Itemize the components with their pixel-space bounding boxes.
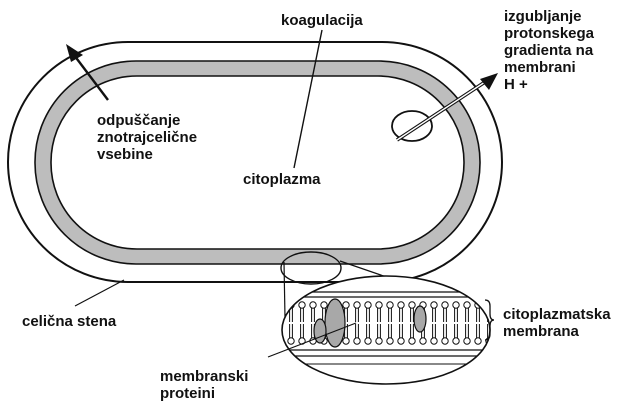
proton-line-1: izgubljanje xyxy=(504,8,594,25)
lipid-head xyxy=(354,338,360,344)
lipid-head xyxy=(464,338,470,344)
lipid-head xyxy=(398,338,404,344)
lipid-head xyxy=(387,302,393,308)
lipid-head xyxy=(310,302,316,308)
lipid-head xyxy=(365,338,371,344)
proteins-line-2: proteini xyxy=(160,385,248,402)
proton-vesicle xyxy=(392,111,432,141)
label-cytoplasmic-membrane: citoplazmatska membrana xyxy=(503,306,611,340)
lipid-head xyxy=(321,302,327,308)
lipid-head xyxy=(277,338,283,344)
lipid-head xyxy=(343,302,349,308)
cyt-membrane-line-2: membrana xyxy=(503,323,611,340)
lipid-head xyxy=(343,338,349,344)
lipid-head xyxy=(409,302,415,308)
proton-line-5: H + xyxy=(504,76,594,93)
lipid-head xyxy=(288,338,294,344)
lipid-head xyxy=(365,302,371,308)
lipid-head xyxy=(398,302,404,308)
lipid-head xyxy=(376,338,382,344)
label-coagulation: koagulacija xyxy=(281,12,363,29)
membrane-protein-right xyxy=(414,306,426,332)
proton-line-3: gradienta na xyxy=(504,42,594,59)
label-proton-gradient: izgubljanje protonskega gradienta na mem… xyxy=(504,8,594,93)
proteins-line-1: membranski xyxy=(160,368,248,385)
lipid-head xyxy=(453,338,459,344)
label-leakage: odpuščanje znotrajcelične vsebine xyxy=(97,112,197,163)
label-membrane-proteins: membranski proteini xyxy=(160,368,248,402)
lipid-head xyxy=(387,338,393,344)
lipid-head xyxy=(431,302,437,308)
lipid-head xyxy=(464,302,470,308)
lipid-head xyxy=(431,338,437,344)
label-cell-wall: celična stena xyxy=(22,313,116,330)
leakage-line-1: odpuščanje xyxy=(97,112,197,129)
lipid-head xyxy=(475,338,481,344)
zoomed-membrane xyxy=(270,270,510,390)
lipid-head xyxy=(442,302,448,308)
lipid-head xyxy=(420,338,426,344)
label-cytoplasm: citoplazma xyxy=(243,171,321,188)
lipid-head xyxy=(277,302,283,308)
cell-wall-pointer xyxy=(75,280,124,306)
lipid-head xyxy=(409,338,415,344)
zoom-line-left xyxy=(284,262,285,318)
membrane-protein-large xyxy=(325,299,345,347)
proton-line-4: membrani xyxy=(504,59,594,76)
leakage-line-3: vsebine xyxy=(97,146,197,163)
leakage-line-2: znotrajcelične xyxy=(97,129,197,146)
lipid-head xyxy=(442,338,448,344)
membrane-protein-small xyxy=(314,319,326,343)
proton-line-2: protonskega xyxy=(504,25,594,42)
cyt-membrane-line-1: citoplazmatska xyxy=(503,306,611,323)
lipid-head xyxy=(453,302,459,308)
lipid-head xyxy=(299,302,305,308)
lipid-head xyxy=(376,302,382,308)
lipid-head xyxy=(354,302,360,308)
